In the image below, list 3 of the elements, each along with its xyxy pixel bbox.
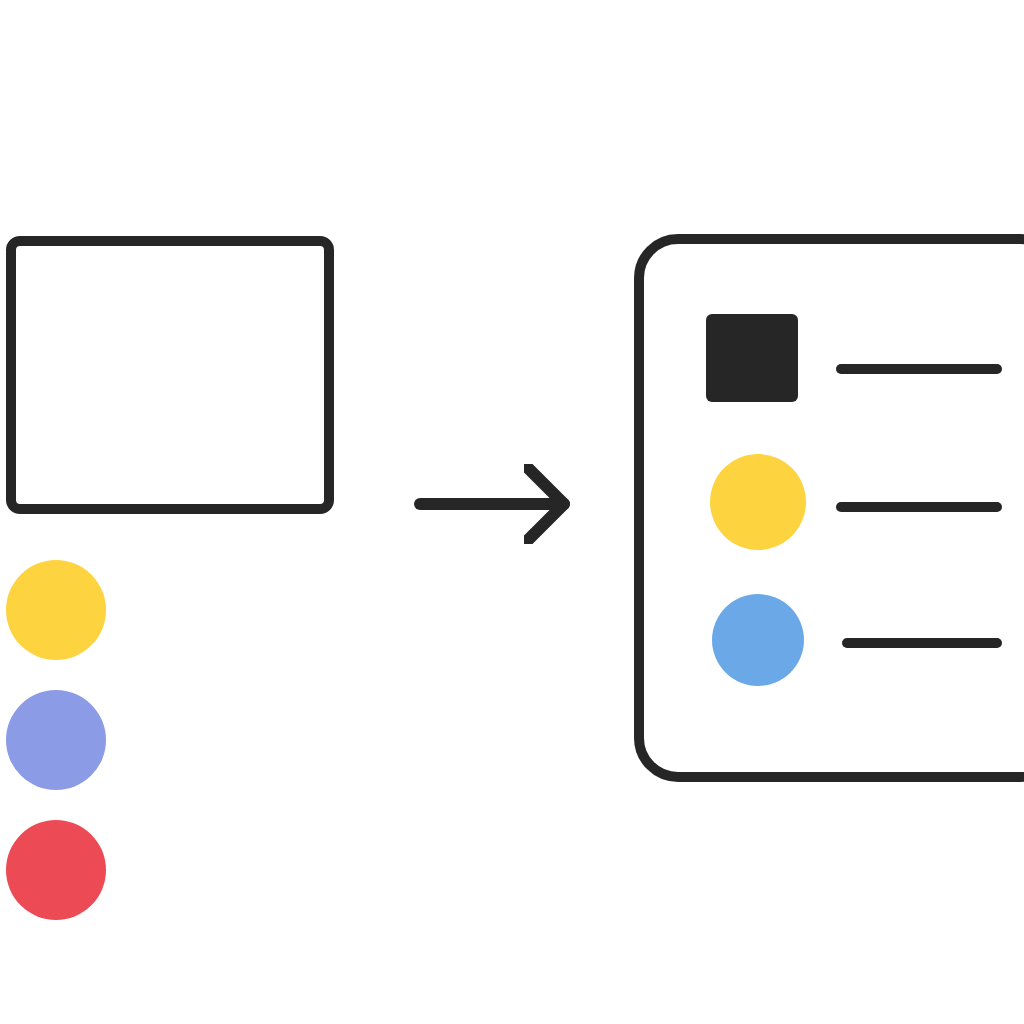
arrow (414, 462, 570, 546)
list-panel (634, 234, 1024, 782)
empty-box (6, 236, 334, 514)
